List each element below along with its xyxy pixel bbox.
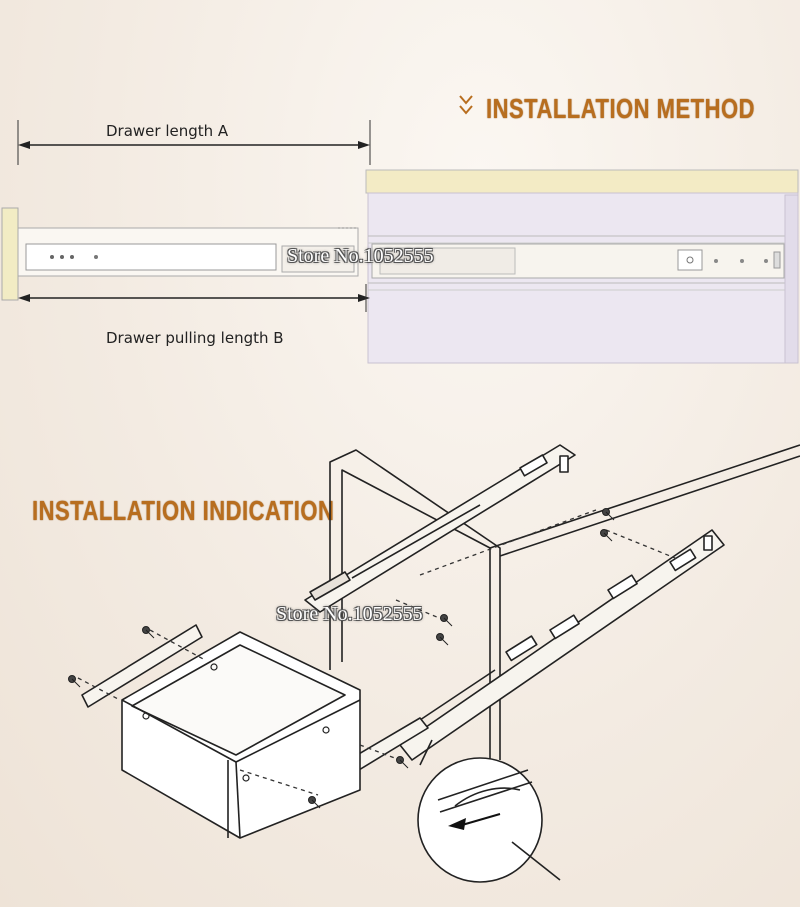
watermark-top: Store No.1052555 [287,245,434,267]
drawer-pulling-length-b-label: Drawer pulling length B [106,329,284,347]
watermark-bottom: Store No.1052555 [276,603,423,625]
drawer-length-a-label: Drawer length A [106,122,229,140]
installation-indication-heading: INSTALLATION INDICATION [32,495,335,527]
installation-method-heading: INSTALLATION METHOD [486,93,755,125]
